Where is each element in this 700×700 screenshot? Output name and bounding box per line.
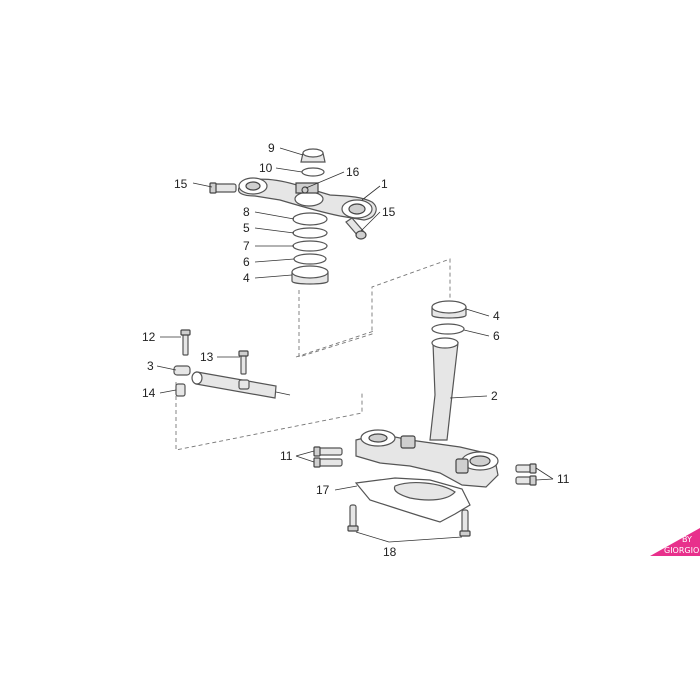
label-13: 13 [200,350,214,364]
label-6-upper: 6 [243,255,250,269]
brand-logo: BY GIORGIO [650,528,700,556]
seal-ring-upper [293,253,327,265]
assembly-guide-lines [175,258,451,451]
label-18: 18 [383,545,397,559]
logo-line-2: GIORGIO [664,546,699,555]
washer [301,167,325,177]
bearing-stack-lower [431,300,467,335]
label-7: 7 [243,239,250,253]
label-1: 1 [381,177,388,191]
label-3: 3 [147,359,154,373]
seal-ring-lower [431,323,465,335]
logo-shape [650,528,700,556]
label-5: 5 [243,221,250,235]
damper-bushing [175,383,186,397]
label-17: 17 [316,483,330,497]
clamp-bolt-right [345,217,367,240]
label-11-left: 11 [280,449,293,463]
label-6-lower: 6 [493,329,500,343]
logo-line-1: BY [682,535,692,544]
label-15-right: 15 [382,205,396,219]
top-nut [300,148,326,163]
bearing-stack-upper [291,212,329,285]
dust-seal [292,212,328,226]
damper-bolt-mid [238,350,249,375]
clamp-bolts-left [313,446,343,468]
lower-triple-clamp [355,337,499,488]
clip [301,186,309,194]
label-4-upper: 4 [243,271,250,285]
upper-triple-clamp [237,177,377,221]
cover-bolts [347,504,471,537]
lock-ring [292,227,328,239]
clamp-bolt-left [209,182,237,194]
label-8: 8 [243,205,250,219]
clamp-bolts-right [515,463,537,486]
leader-lines [156,147,554,543]
steering-damper [173,365,291,399]
label-10: 10 [259,161,273,175]
adjuster-nut [292,240,328,252]
label-15-left: 15 [174,177,188,191]
damper-bolt-upper [180,329,191,356]
label-12: 12 [142,330,156,344]
label-4-lower: 4 [493,309,500,323]
label-11-right: 11 [557,472,570,486]
lower-cover-plate [354,477,471,523]
label-14: 14 [142,386,156,400]
label-2: 2 [491,389,498,403]
part-labels: 9 10 16 1 15 15 8 5 7 6 4 4 6 2 12 13 3 … [142,141,570,559]
label-9: 9 [268,141,275,155]
label-16: 16 [346,165,360,179]
